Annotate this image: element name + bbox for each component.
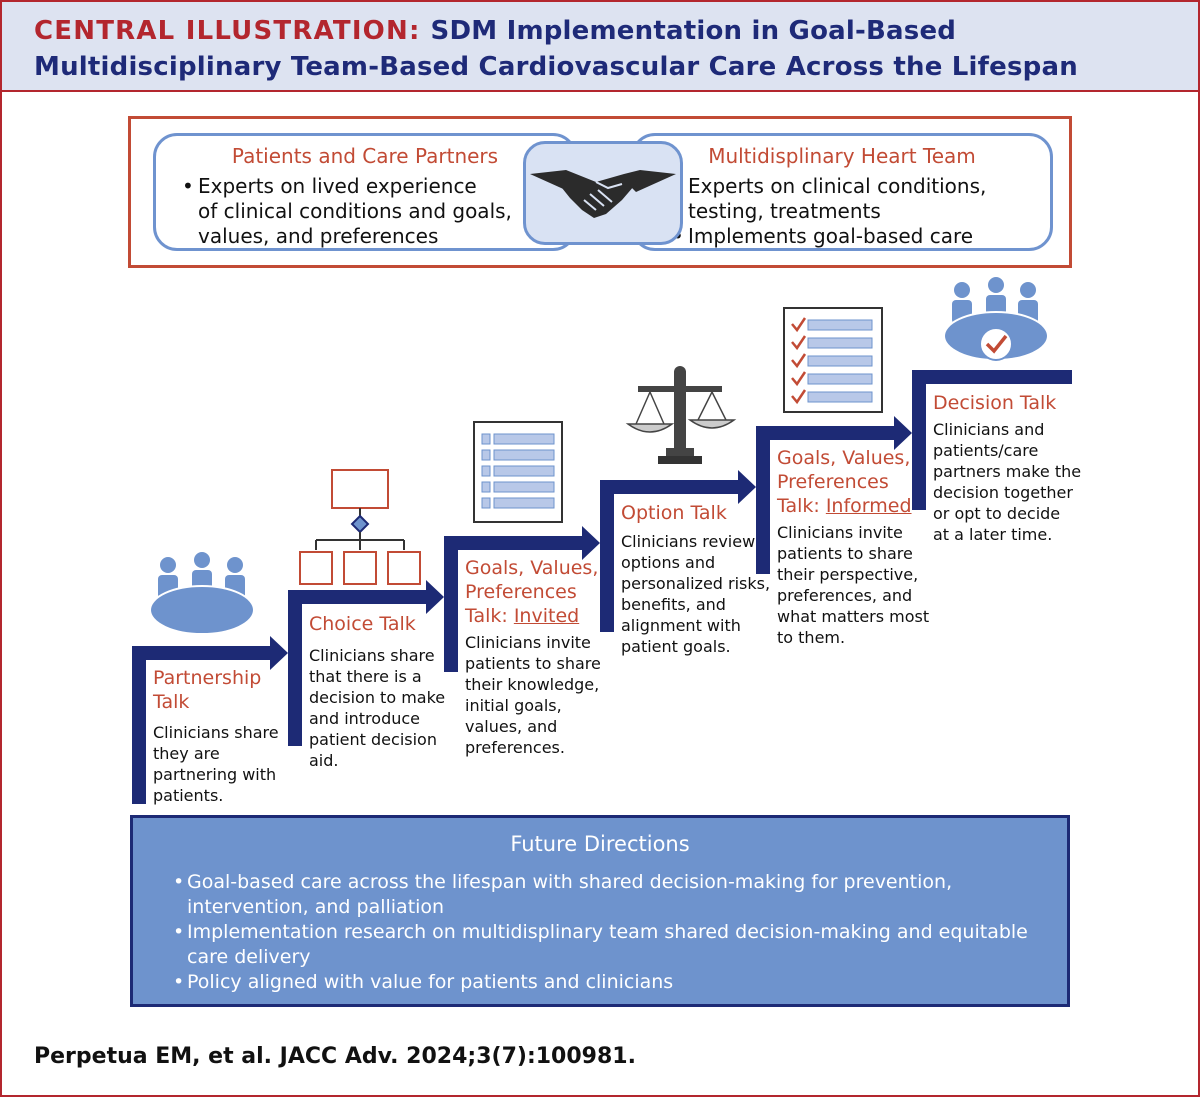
title-line-1: CENTRAL ILLUSTRATION: SDM Implementation … — [34, 16, 956, 46]
future-directions-list: Goal-based care across the lifespan with… — [173, 870, 1053, 995]
heart-team-bullet: Implements goal-based care — [672, 224, 986, 249]
heart-team-bullet: Experts on clinical conditions,testing, … — [672, 174, 986, 224]
step-title-decision: Decision Talk — [933, 392, 1057, 414]
title-text-1: SDM Implementation in Goal-Based — [430, 16, 957, 46]
heart-team-bullets: Experts on clinical conditions,testing, … — [672, 174, 986, 249]
heart-team-pill: Multidisplinary Heart Team Experts on cl… — [631, 133, 1053, 251]
team-table-icon — [149, 552, 255, 635]
heart-team-title: Multidisplinary Heart Team — [708, 144, 976, 168]
header-banner: CENTRAL ILLUSTRATION: SDM Implementation … — [2, 2, 1198, 92]
decision-tree-icon — [299, 469, 421, 585]
list-document-icon — [473, 421, 563, 523]
partners-box: Patients and Care Partners Experts on li… — [128, 116, 1072, 268]
step-title-emphasis: Informed — [825, 495, 912, 517]
future-direction-item: Goal-based care across the lifespan with… — [173, 870, 1053, 920]
future-direction-item: Policy aligned with value for patients a… — [173, 970, 1053, 995]
title-line-2: Multidisciplinary Team-Based Cardiovascu… — [34, 52, 1078, 82]
citation: Perpetua EM, et al. JACC Adv. 2024;3(7):… — [34, 1044, 636, 1069]
balance-scale-icon — [625, 366, 737, 464]
step-title-choice: Choice Talk — [309, 613, 416, 635]
patients-pill: Patients and Care Partners Experts on li… — [153, 133, 577, 251]
team-decision-icon — [943, 277, 1049, 361]
checklist-icon — [783, 307, 883, 413]
step-title-option: Option Talk — [621, 502, 727, 524]
patients-title: Patients and Care Partners — [231, 144, 499, 168]
future-direction-item: Implementation research on multidisplina… — [173, 920, 1053, 970]
title-prefix: CENTRAL ILLUSTRATION: — [34, 16, 421, 46]
future-directions-title: Future Directions — [510, 832, 690, 856]
future-directions-box: Future Directions Goal-based care across… — [130, 815, 1070, 1007]
step-title-emphasis: Invited — [513, 605, 580, 627]
handshake-icon — [523, 141, 683, 245]
staircase-diagram — [132, 277, 1072, 804]
